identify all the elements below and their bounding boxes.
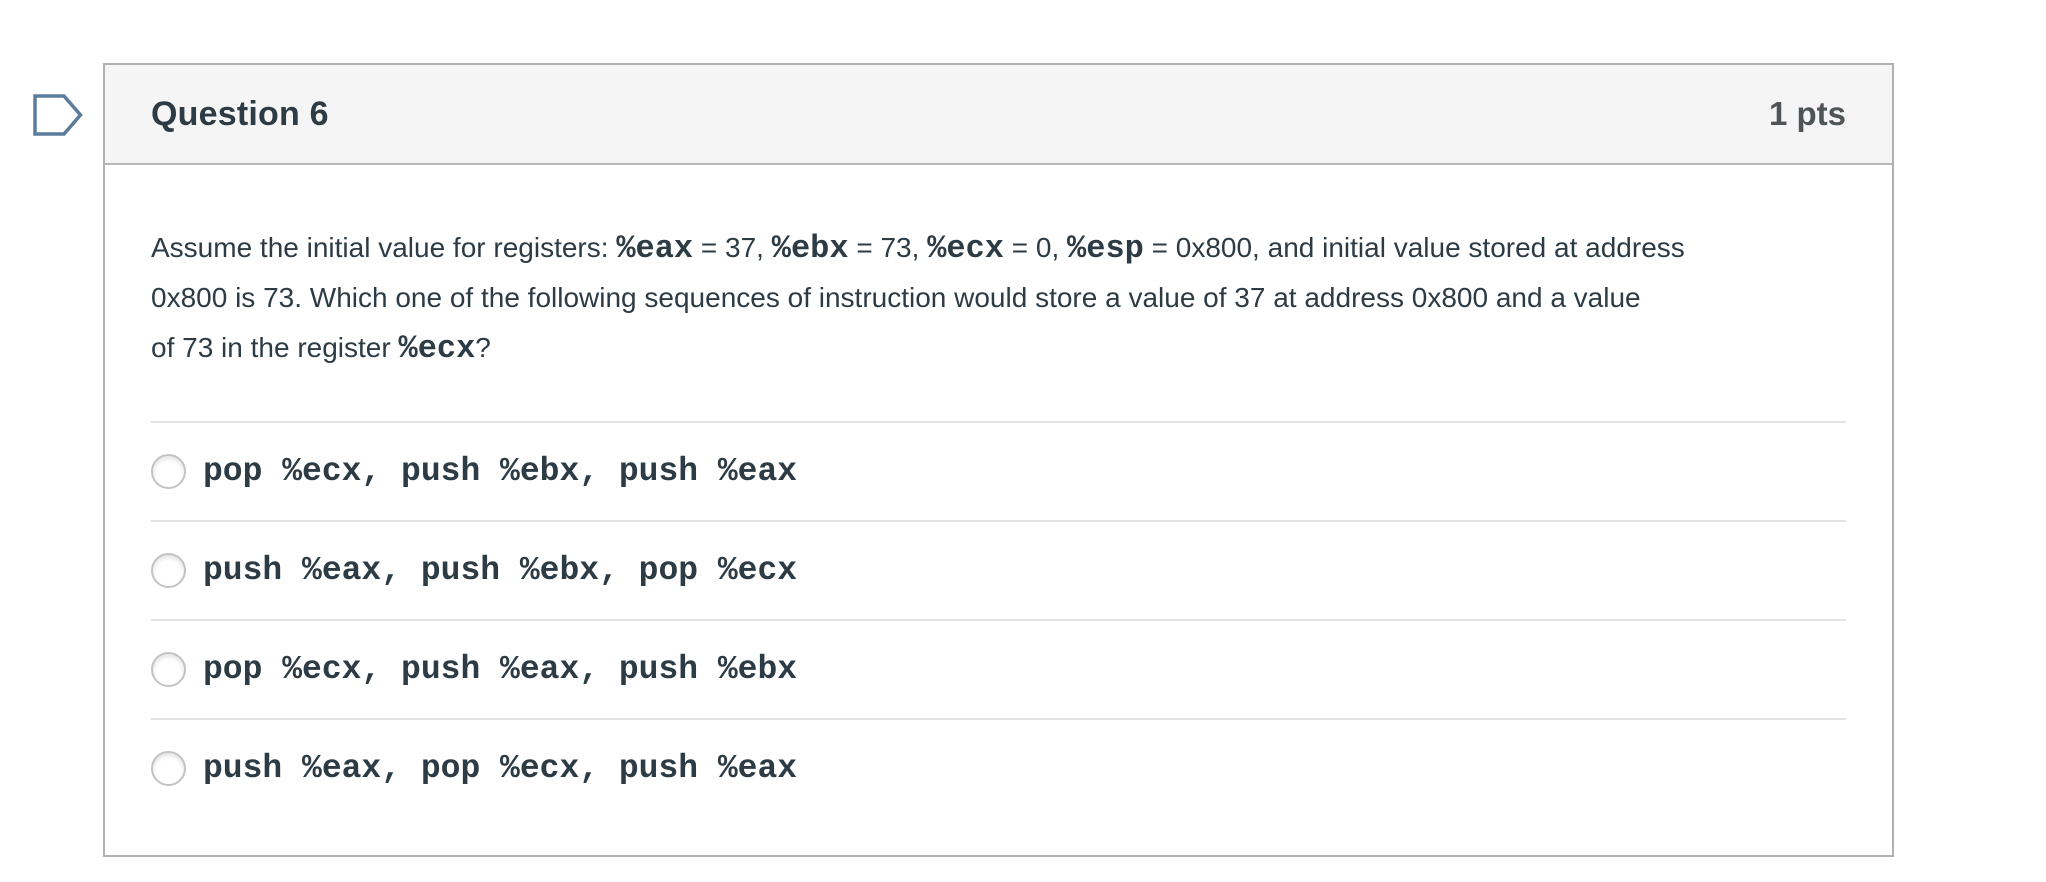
- question-text-segment: Assume the initial value for registers:: [151, 232, 617, 263]
- question-text-line: 0x800 is 73. Which one of the following …: [151, 273, 1846, 323]
- question-text-segment: = 37,: [693, 232, 772, 263]
- radio-button[interactable]: [151, 553, 186, 588]
- question-body: Assume the initial value for registers: …: [105, 165, 1892, 817]
- question-text-line: of 73 in the register %ecx?: [151, 323, 1846, 373]
- register-name: %ebx: [771, 230, 849, 267]
- register-name: %ecx: [398, 330, 476, 367]
- question-text-segment: ?: [475, 332, 491, 363]
- answer-option: push %eax, pop %ecx, push %eax: [151, 718, 1846, 817]
- answer-label[interactable]: pop %ecx, push %eax, push %ebx: [203, 651, 798, 688]
- question-text-segment: = 73,: [848, 232, 928, 263]
- question-points: 1 pts: [1768, 95, 1846, 132]
- answer-label[interactable]: push %eax, push %ebx, pop %ecx: [203, 552, 798, 589]
- radio-button[interactable]: [151, 751, 186, 786]
- answer-option: push %eax, push %ebx, pop %ecx: [151, 520, 1846, 619]
- answer-label[interactable]: pop %ecx, push %ebx, push %eax: [203, 453, 798, 490]
- question-text-segment: of 73 in the register: [151, 332, 399, 363]
- question-text-segment: = 0,: [1004, 232, 1068, 263]
- register-name: %eax: [616, 230, 694, 267]
- answer-option: pop %ecx, push %eax, push %ebx: [151, 619, 1846, 718]
- question-text: Assume the initial value for registers: …: [151, 223, 1846, 373]
- question-header: Question 6 1 pts: [105, 65, 1892, 165]
- answers-list: pop %ecx, push %ebx, push %eax push %eax…: [151, 421, 1846, 817]
- answer-option: pop %ecx, push %ebx, push %eax: [151, 421, 1846, 520]
- question-text-line: Assume the initial value for registers: …: [151, 223, 1846, 273]
- radio-button[interactable]: [151, 454, 186, 489]
- question-text-segment: 0x800 is 73. Which one of the following …: [151, 282, 1641, 313]
- question-title: Question 6: [151, 94, 329, 133]
- flag-question-icon[interactable]: [33, 94, 83, 136]
- question-card: Question 6 1 pts Assume the initial valu…: [103, 63, 1894, 857]
- answer-label[interactable]: push %eax, pop %ecx, push %eax: [203, 750, 798, 787]
- register-name: %ecx: [927, 230, 1004, 267]
- radio-button[interactable]: [151, 652, 186, 687]
- register-name: %esp: [1067, 230, 1144, 267]
- question-text-segment: = 0x800, and initial value stored at add…: [1143, 232, 1685, 263]
